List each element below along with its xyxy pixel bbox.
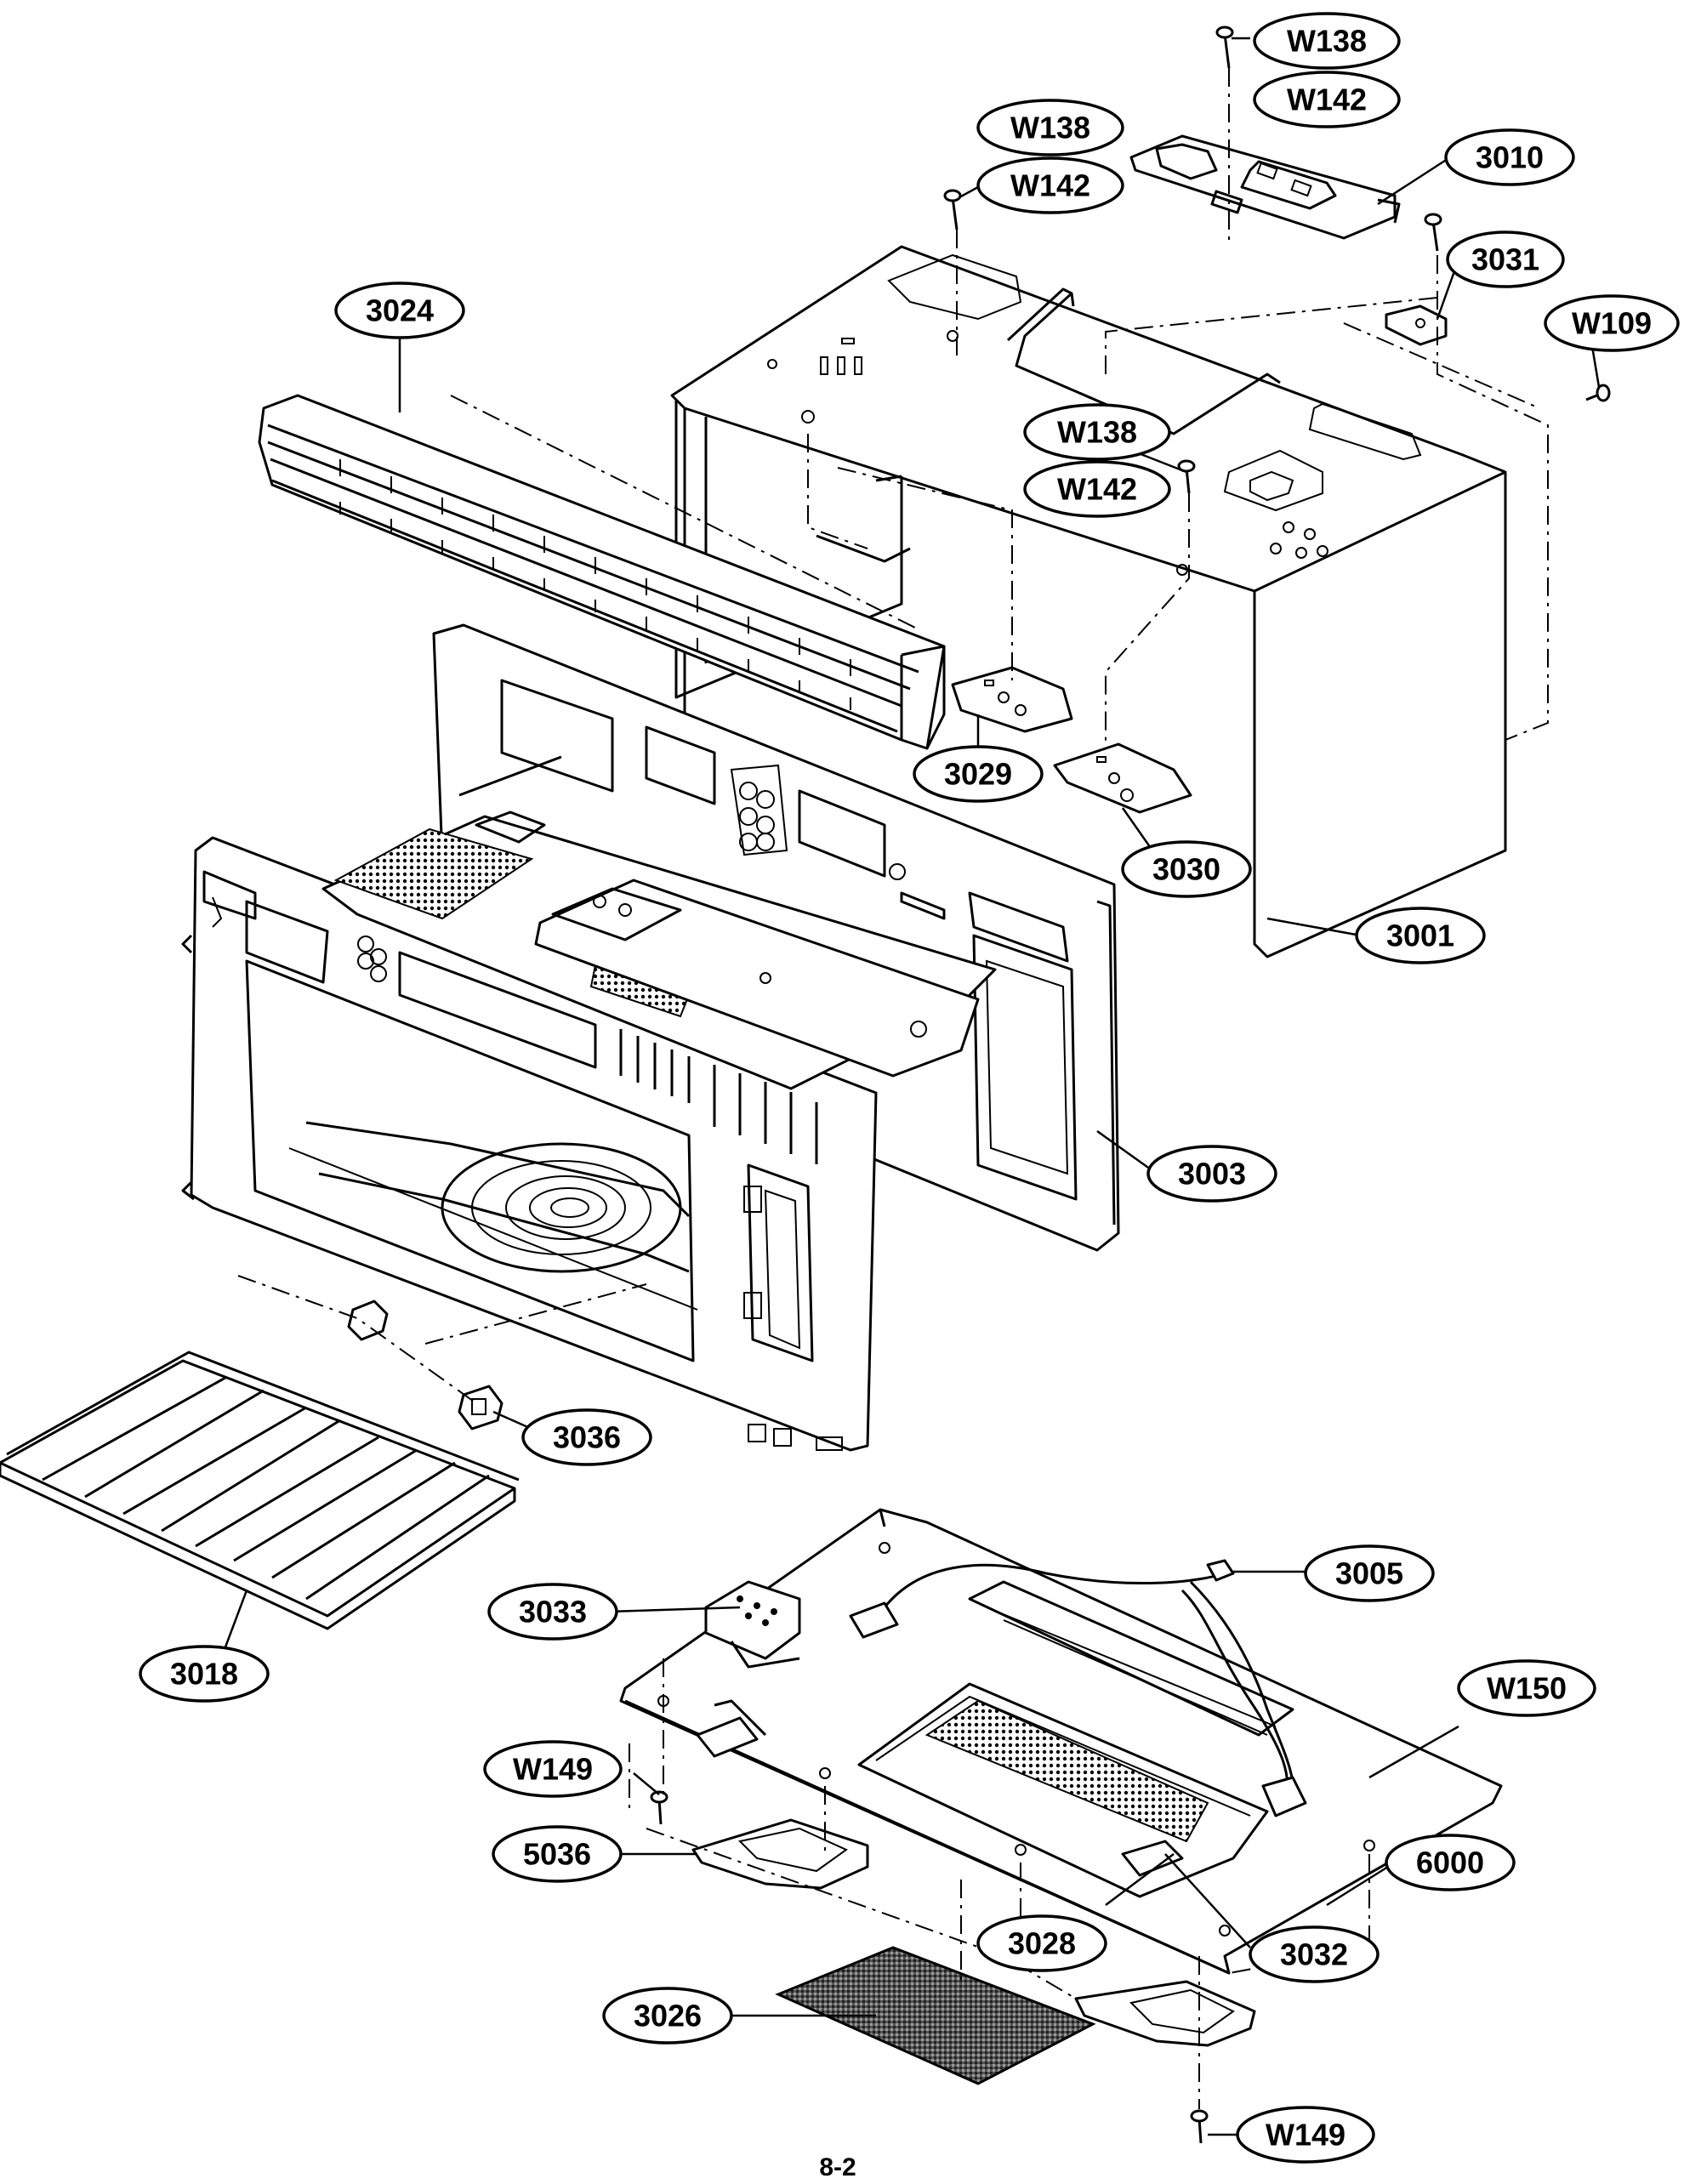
- oven-rack-3018: [0, 1351, 520, 1630]
- svg-text:W138: W138: [1010, 111, 1090, 145]
- svg-text:3003: 3003: [1178, 1157, 1246, 1192]
- oven-chassis-3003: [181, 623, 1120, 1452]
- callout-labels: W138 W142 W138 W142 3010 3031 W109 3024 …: [139, 12, 1680, 2164]
- svg-text:3029: 3029: [944, 757, 1012, 792]
- charcoal-filter-3026: [775, 1946, 1096, 2085]
- page-number: 8-2: [819, 2153, 856, 2181]
- light-cover-5036: [691, 1818, 869, 1890]
- callout-w109: W109: [1544, 294, 1680, 352]
- base-plate-6000: [619, 1508, 1503, 1975]
- callout-3024: 3024: [334, 282, 465, 339]
- callout-leaders: [219, 37, 1601, 2136]
- svg-text:3001: 3001: [1386, 919, 1454, 953]
- callout-w138-b: W138: [976, 99, 1124, 156]
- svg-text:W149: W149: [513, 1752, 593, 1787]
- callout-3033: 3033: [487, 1583, 618, 1641]
- svg-text:3005: 3005: [1335, 1556, 1403, 1591]
- callout-3018: 3018: [139, 1645, 270, 1703]
- callout-3010: 3010: [1444, 128, 1575, 186]
- callout-w150: W150: [1457, 1659, 1596, 1717]
- latch-parts-3036: [347, 1300, 503, 1430]
- svg-text:3032: 3032: [1280, 1937, 1348, 1972]
- callout-w138-c: W138: [1023, 403, 1171, 461]
- screws: [650, 26, 1611, 2144]
- callout-3029: 3029: [913, 745, 1044, 803]
- svg-text:W142: W142: [1057, 472, 1137, 507]
- callout-5036: 5036: [492, 1825, 623, 1883]
- svg-text:W109: W109: [1572, 306, 1652, 341]
- bracket-3031: [1385, 304, 1448, 346]
- callout-3026: 3026: [602, 1987, 733, 2045]
- callout-6000: 6000: [1385, 1834, 1516, 1891]
- callout-w142-b: W142: [976, 156, 1124, 214]
- svg-text:3036: 3036: [553, 1420, 621, 1455]
- svg-text:3010: 3010: [1476, 140, 1544, 175]
- callout-w142-top: W142: [1253, 71, 1401, 128]
- callout-3030: 3030: [1121, 840, 1252, 898]
- grille-slots: [339, 459, 851, 710]
- assembly-lines: [237, 68, 1549, 2109]
- svg-text:3033: 3033: [519, 1595, 587, 1629]
- svg-text:W142: W142: [1287, 82, 1367, 117]
- svg-text:W138: W138: [1287, 24, 1367, 59]
- svg-text:3031: 3031: [1471, 242, 1539, 277]
- svg-text:W138: W138: [1057, 415, 1137, 450]
- callout-w142-c: W142: [1023, 460, 1171, 518]
- front-vent-slots: [619, 1029, 818, 1164]
- light-cover-right: [1074, 1980, 1256, 2047]
- svg-text:3018: 3018: [170, 1657, 238, 1692]
- callout-3036: 3036: [521, 1408, 652, 1466]
- callout-3005: 3005: [1304, 1544, 1435, 1602]
- svg-text:3030: 3030: [1152, 852, 1220, 887]
- svg-text:3026: 3026: [634, 1999, 702, 2033]
- callout-3031: 3031: [1446, 230, 1565, 288]
- vent-grille-3024: [258, 394, 946, 750]
- svg-text:5036: 5036: [523, 1837, 591, 1872]
- bracket-3030: [1053, 742, 1192, 814]
- svg-text:W149: W149: [1266, 2118, 1345, 2153]
- callout-3003: 3003: [1146, 1145, 1277, 1203]
- callout-w149-b: W149: [1236, 2106, 1375, 2164]
- top-bracket-3010: [1129, 134, 1401, 240]
- svg-text:W142: W142: [1010, 168, 1090, 203]
- callout-w149-a: W149: [483, 1740, 623, 1798]
- bracket-3029: [951, 666, 1073, 733]
- svg-text:6000: 6000: [1416, 1846, 1484, 1880]
- callout-w138-top: W138: [1253, 12, 1401, 70]
- callout-3028: 3028: [976, 1914, 1107, 1972]
- callout-3032: 3032: [1249, 1925, 1380, 1983]
- svg-text:3028: 3028: [1008, 1926, 1076, 1961]
- svg-text:W150: W150: [1487, 1671, 1567, 1706]
- callout-3001: 3001: [1355, 907, 1486, 964]
- svg-text:3024: 3024: [366, 293, 434, 328]
